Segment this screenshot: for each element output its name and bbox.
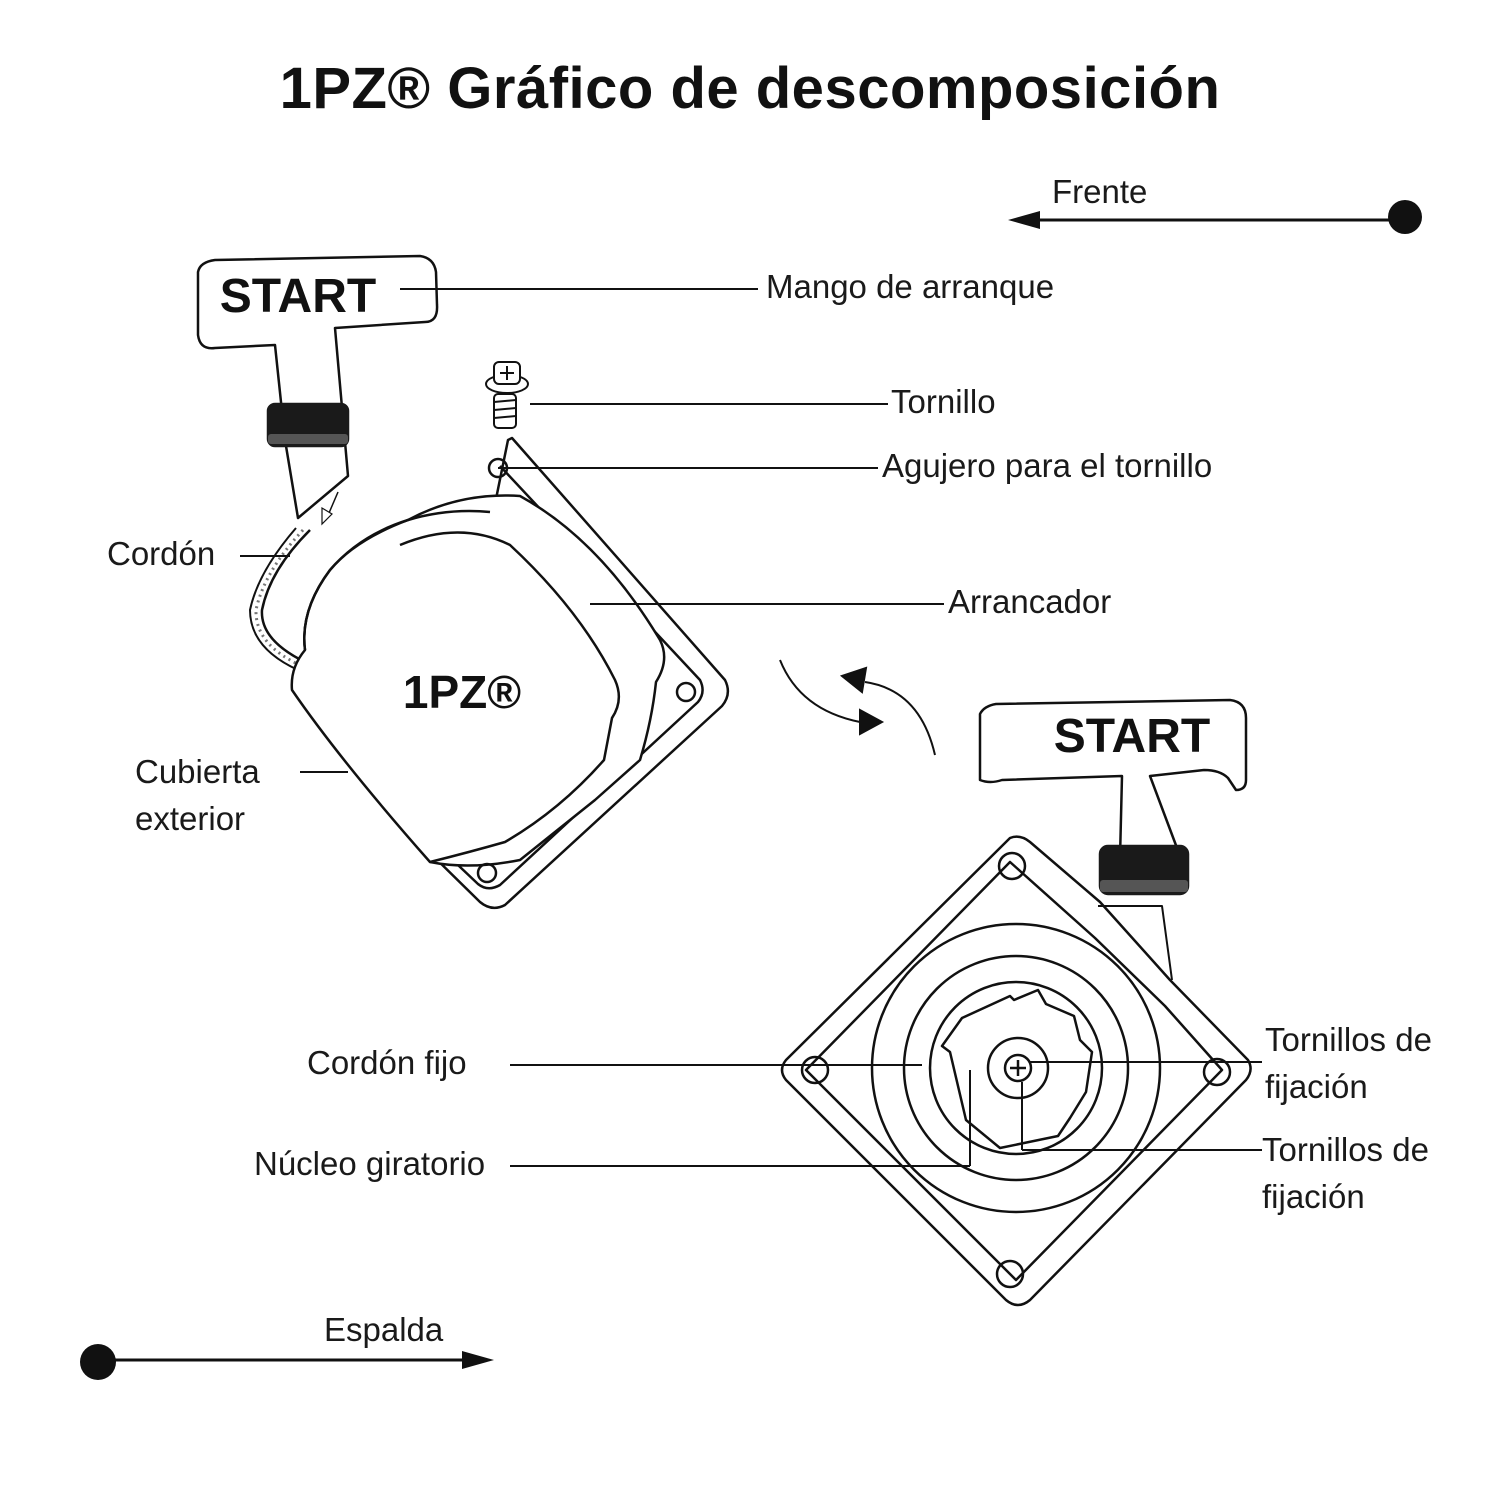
starter-housing-drawing: 1PZ® xyxy=(290,436,730,910)
starter-back-drawing xyxy=(780,835,1252,1307)
label-outer-cover: Cubierta exterior xyxy=(135,753,260,837)
rotation-arrows xyxy=(779,659,936,756)
handle-text-bottom: START xyxy=(1054,710,1210,763)
label-rotating-core: Núcleo giratorio xyxy=(254,1145,486,1182)
handle-text-top: START xyxy=(220,270,376,323)
front-label: Frente xyxy=(1052,173,1148,210)
starter-handle-bottom: START xyxy=(978,698,1248,896)
label-screw-hole: Agujero para el tornillo xyxy=(882,447,1213,484)
starter-handle-top: START xyxy=(196,254,439,520)
label-screw: Tornillo xyxy=(891,383,996,420)
label-fixing-screws-2: Tornillos de fijación xyxy=(1262,1131,1429,1215)
screw-drawing xyxy=(485,361,529,429)
back-arrow xyxy=(80,1344,494,1380)
label-cord: Cordón xyxy=(107,535,216,572)
label-starter-handle: Mango de arranque xyxy=(766,268,1055,305)
label-starter: Arrancador xyxy=(948,583,1112,620)
page-title: 1PZ® Gráfico de descomposición xyxy=(279,56,1221,121)
front-arrow xyxy=(1008,200,1422,234)
back-label: Espalda xyxy=(324,1311,444,1348)
leader-lines xyxy=(240,288,1262,1167)
label-fixing-screws-1: Tornillos de fijación xyxy=(1265,1021,1432,1105)
cord-drawing xyxy=(248,527,311,671)
housing-brand-text: 1PZ® xyxy=(403,666,521,718)
label-fixed-cord: Cordón fijo xyxy=(307,1044,467,1081)
